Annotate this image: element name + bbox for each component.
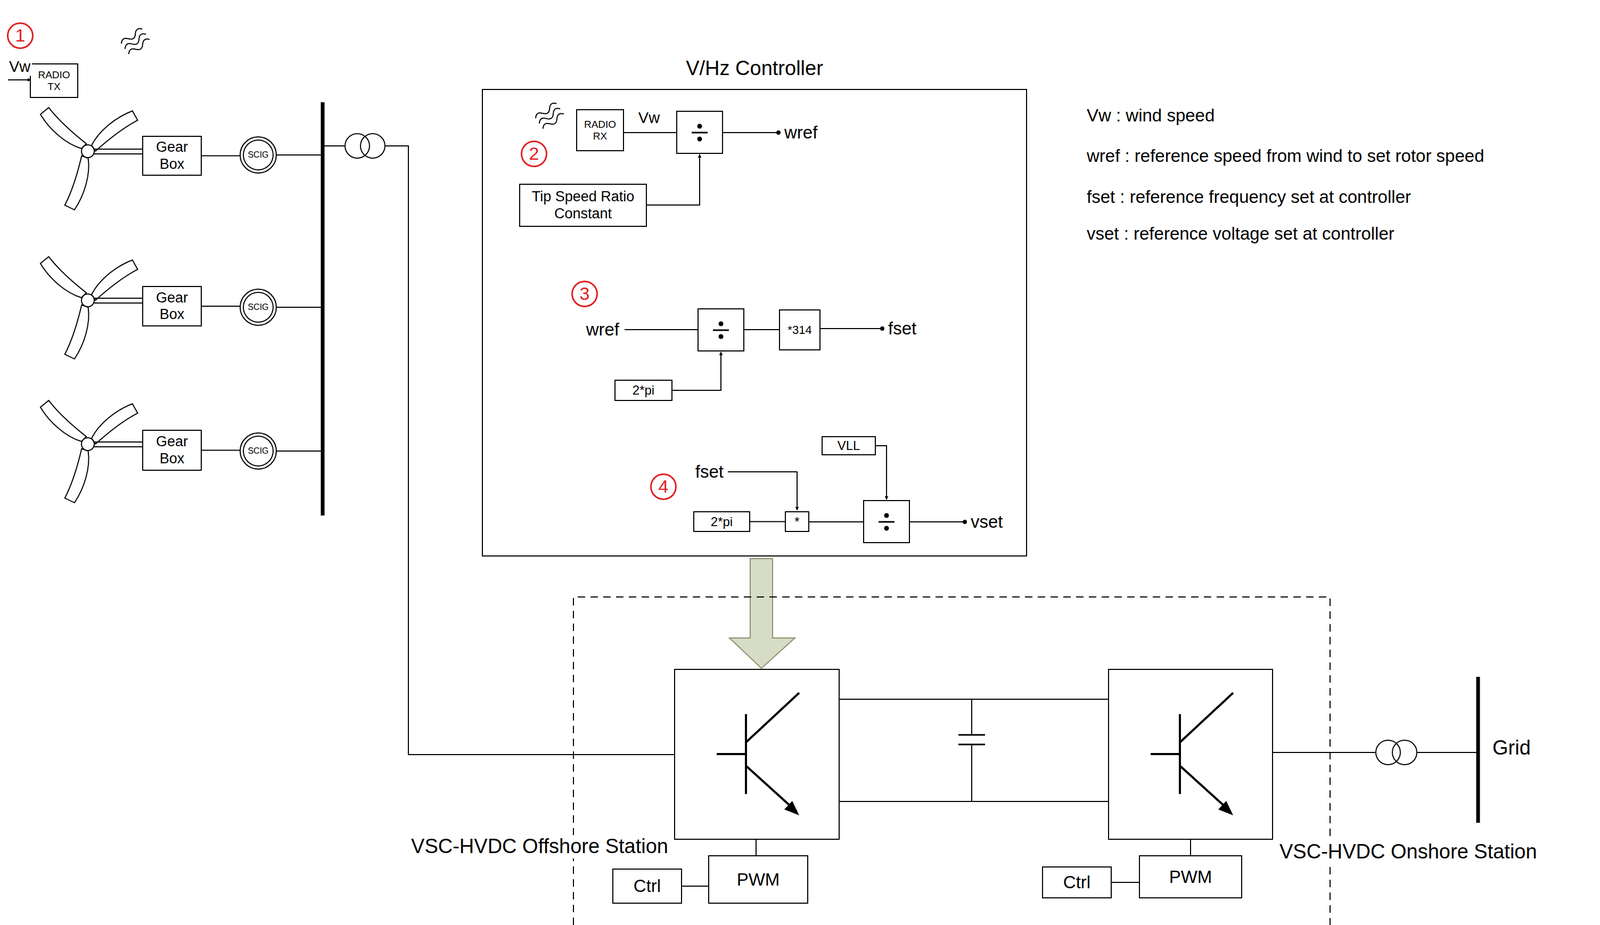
ctrl-box: Ctrl	[1041, 866, 1112, 899]
gearbox-box: Gear Box	[142, 429, 202, 471]
box-text: Tip Speed Ratio Constant	[520, 188, 646, 222]
constant-box: 2*pi	[614, 379, 673, 401]
callout-number: 2	[520, 140, 548, 168]
box-text: RADIO TX	[30, 69, 78, 93]
connector-line	[750, 521, 785, 523]
callout-number: 3	[571, 280, 598, 308]
gearbox-box: Gear Box	[142, 135, 202, 176]
box-text: RADIO RX	[577, 118, 623, 143]
legend-note: Vw : wind speed	[1085, 105, 1217, 126]
connector-line	[201, 449, 240, 451]
box-text: PWM	[1169, 866, 1213, 888]
connector-line	[201, 155, 240, 157]
legend-note: vset : reference voltage set at controll…	[1085, 223, 1397, 244]
ctrl-box: Ctrl	[612, 868, 683, 904]
box-text: 2*pi	[632, 382, 655, 398]
box-text: 2*pi	[710, 514, 733, 530]
panel-heading: V/Hz Controller	[685, 56, 824, 81]
generator-circle: SCIG	[239, 288, 277, 326]
box-text: PWM	[736, 869, 781, 890]
signal-label: Vw	[7, 58, 32, 76]
generator-circle: SCIG	[239, 432, 277, 470]
signal-label: fset	[693, 461, 726, 482]
box-text: Gear Box	[143, 138, 201, 172]
constant-box: 2*pi	[693, 511, 751, 532]
box-text: SCIG	[247, 150, 269, 160]
box-text: SCIG	[247, 446, 269, 456]
signal-label: Grid	[1490, 736, 1533, 760]
box-text: Gear Box	[143, 433, 201, 467]
box-text: Ctrl	[1063, 872, 1091, 893]
station-label: VSC-HVDC Onshore Station	[1277, 840, 1539, 864]
callout-number: 1	[6, 22, 34, 49]
radio-rx-box: RADIO RX	[576, 109, 625, 152]
box-text: SCIG	[247, 302, 269, 313]
signal-label: Vw	[636, 109, 662, 127]
connector-line	[1111, 881, 1139, 883]
callout-number: 4	[650, 473, 677, 500]
radio-tx-box: RADIO TX	[29, 63, 79, 98]
signal-label: vset	[969, 511, 1005, 532]
gain-box: *314	[778, 309, 821, 351]
connector-line	[682, 885, 709, 887]
signal-label: wref	[782, 122, 819, 143]
legend-note: fset : reference frequency set at contro…	[1085, 186, 1413, 208]
generator-circle: SCIG	[239, 136, 277, 174]
box-text: Gear Box	[143, 289, 201, 323]
connector-line	[201, 305, 240, 307]
box-text: Ctrl	[633, 875, 661, 897]
controller-panel: V/Hz ControllerRADIO RXTip Speed Ratio C…	[481, 88, 1028, 557]
box-text: VLL	[837, 438, 861, 454]
gearbox-box: Gear Box	[142, 285, 202, 327]
box-text: *	[794, 514, 800, 530]
signal-label: fset	[886, 318, 918, 339]
pwm-box: PWM	[708, 855, 809, 904]
multiply-box: *	[784, 511, 810, 532]
constant-box: Tip Speed Ratio Constant	[519, 183, 647, 227]
constant-box: VLL	[821, 436, 876, 456]
legend-note: wref : reference speed from wind to set …	[1085, 145, 1487, 167]
signal-label: wref	[584, 319, 621, 340]
station-label: VSC-HVDC Offshore Station	[409, 834, 670, 859]
box-text: *314	[787, 323, 812, 337]
pwm-box: PWM	[1138, 855, 1243, 899]
